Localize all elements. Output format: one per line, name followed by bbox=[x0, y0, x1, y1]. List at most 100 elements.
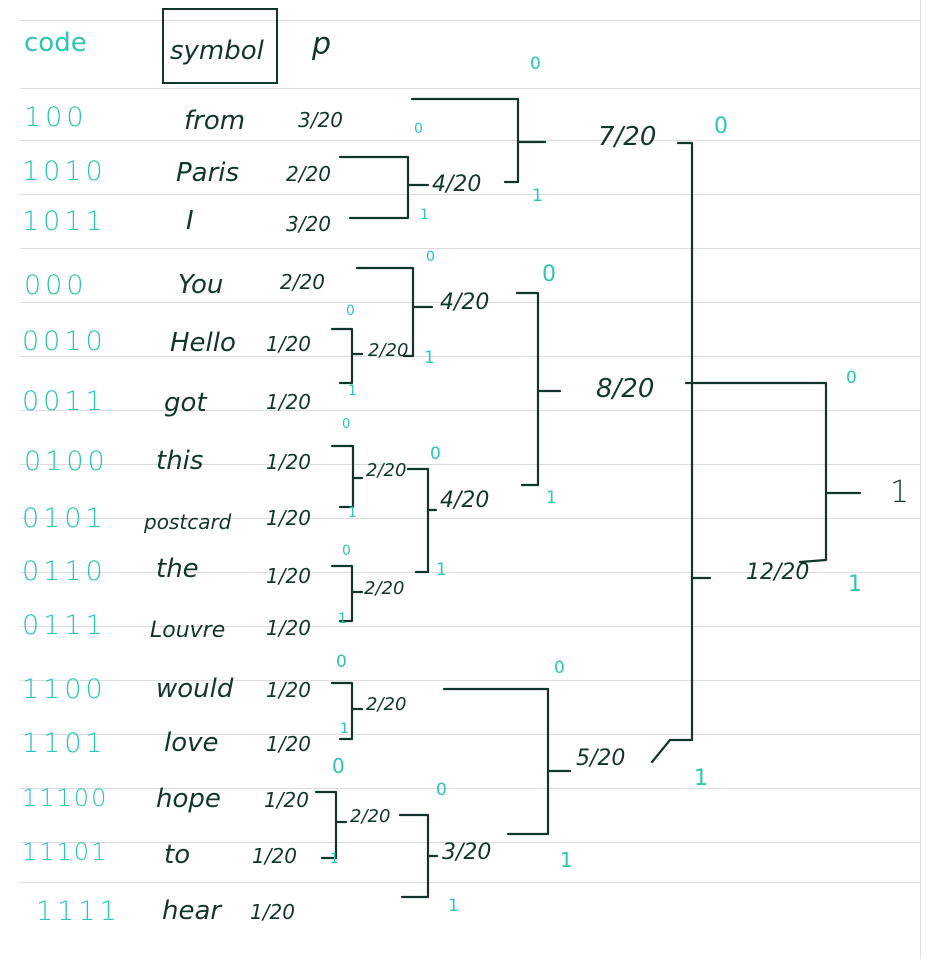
row-probability: 3/20 bbox=[286, 212, 331, 236]
node-from-group: 7/20 bbox=[598, 122, 657, 152]
node-this-postcard: 2/20 bbox=[366, 460, 407, 481]
bit-one: 1 bbox=[694, 766, 708, 791]
bit-one: 1 bbox=[532, 186, 543, 206]
row-probability: 1/20 bbox=[266, 616, 311, 640]
bit-zero: 0 bbox=[436, 780, 447, 800]
row-symbol: to bbox=[164, 840, 191, 870]
row-probability: 1/20 bbox=[264, 788, 309, 812]
row-code: 1111 bbox=[36, 896, 121, 927]
bit-one: 1 bbox=[436, 560, 447, 580]
row-symbol: love bbox=[164, 728, 219, 758]
row-probability: 3/20 bbox=[298, 108, 343, 132]
node-left-half: 8/20 bbox=[596, 374, 655, 404]
row-code: 11101 bbox=[22, 838, 109, 866]
row-symbol: Hello bbox=[170, 328, 236, 358]
bit-one: 1 bbox=[424, 348, 435, 368]
bit-one: 1 bbox=[338, 611, 347, 627]
row-probability: 1/20 bbox=[266, 506, 311, 530]
row-symbol: I bbox=[186, 206, 194, 236]
bit-zero: 0 bbox=[336, 652, 347, 672]
bit-zero: 0 bbox=[332, 754, 345, 778]
row-probability: 1/20 bbox=[266, 450, 311, 474]
row-code: 0100 bbox=[24, 446, 109, 477]
row-symbol: hear bbox=[162, 896, 222, 926]
bit-zero: 0 bbox=[342, 543, 351, 559]
row-code: 0110 bbox=[22, 556, 107, 587]
row-symbol: Paris bbox=[176, 158, 240, 188]
ruled-line bbox=[20, 842, 920, 843]
ruled-line bbox=[20, 464, 920, 465]
ruled-line bbox=[20, 410, 920, 411]
ruled-line bbox=[20, 20, 920, 21]
bit-zero: 0 bbox=[714, 114, 728, 139]
row-symbol: Louvre bbox=[150, 618, 226, 643]
node-hello-got: 2/20 bbox=[368, 340, 409, 361]
ruled-line bbox=[20, 356, 920, 357]
node-right-half: 12/20 bbox=[746, 560, 810, 585]
bit-one: 1 bbox=[348, 505, 357, 521]
ruled-line bbox=[20, 248, 920, 249]
bit-one: 1 bbox=[848, 572, 862, 597]
row-symbol: the bbox=[156, 554, 199, 584]
node-right-sub: 5/20 bbox=[576, 746, 626, 771]
ruled-line bbox=[20, 734, 920, 735]
header-code: code bbox=[24, 28, 87, 58]
bit-zero: 0 bbox=[530, 54, 541, 74]
bit-zero: 0 bbox=[554, 658, 565, 678]
bit-one: 1 bbox=[340, 721, 349, 737]
row-code: 0101 bbox=[22, 503, 107, 534]
bit-zero: 0 bbox=[846, 368, 857, 388]
row-probability: 2/20 bbox=[286, 162, 331, 186]
row-code: 1010 bbox=[22, 156, 107, 187]
row-code: 1101 bbox=[22, 728, 107, 759]
row-symbol: You bbox=[178, 270, 224, 300]
ruled-line bbox=[20, 680, 920, 681]
bit-one: 1 bbox=[448, 896, 459, 916]
header-p: p bbox=[312, 27, 332, 62]
bit-zero: 0 bbox=[426, 249, 435, 265]
row-probability: 1/20 bbox=[266, 390, 311, 414]
ruled-line bbox=[20, 882, 920, 883]
ruled-line bbox=[20, 302, 920, 303]
row-symbol: from bbox=[184, 106, 246, 136]
row-code: 1011 bbox=[22, 206, 107, 237]
row-probability: 1/20 bbox=[266, 678, 311, 702]
ruled-line bbox=[20, 518, 920, 519]
row-code: 11100 bbox=[22, 784, 109, 812]
bit-zero: 0 bbox=[430, 444, 441, 464]
row-probability: 1/20 bbox=[266, 732, 311, 756]
row-symbol: would bbox=[156, 674, 234, 704]
node-you-group: 4/20 bbox=[440, 290, 490, 315]
ruled-line bbox=[20, 788, 920, 789]
bit-one: 1 bbox=[546, 488, 557, 508]
row-code: 100 bbox=[24, 102, 88, 133]
row-symbol: got bbox=[164, 388, 207, 418]
bit-zero: 0 bbox=[342, 417, 351, 432]
ruled-line bbox=[20, 572, 920, 573]
row-symbol: postcard bbox=[144, 510, 232, 534]
node-this-louvre: 4/20 bbox=[440, 488, 490, 513]
row-code: 000 bbox=[24, 270, 88, 301]
row-symbol: hope bbox=[156, 784, 221, 814]
row-probability: 1/20 bbox=[266, 332, 311, 356]
bit-one: 1 bbox=[560, 848, 573, 872]
ruled-line bbox=[20, 140, 920, 141]
row-probability: 1/20 bbox=[252, 844, 297, 868]
bit-zero: 0 bbox=[414, 121, 423, 137]
row-code: 0010 bbox=[22, 326, 107, 357]
node-hope-hear: 3/20 bbox=[442, 840, 492, 865]
header-symbol: symbol bbox=[170, 36, 264, 66]
symbol-header-box bbox=[162, 8, 278, 84]
bit-one: 1 bbox=[420, 207, 429, 223]
ruled-line bbox=[20, 194, 920, 195]
ruled-line bbox=[20, 626, 920, 627]
node-would-love: 2/20 bbox=[366, 694, 407, 715]
bit-zero: 0 bbox=[346, 303, 355, 319]
node-root: 1 bbox=[890, 475, 910, 510]
node-the-louvre: 2/20 bbox=[364, 578, 405, 599]
row-code: 0111 bbox=[22, 610, 107, 641]
node-paris-i: 4/20 bbox=[432, 172, 482, 197]
row-probability: 1/20 bbox=[266, 564, 311, 588]
